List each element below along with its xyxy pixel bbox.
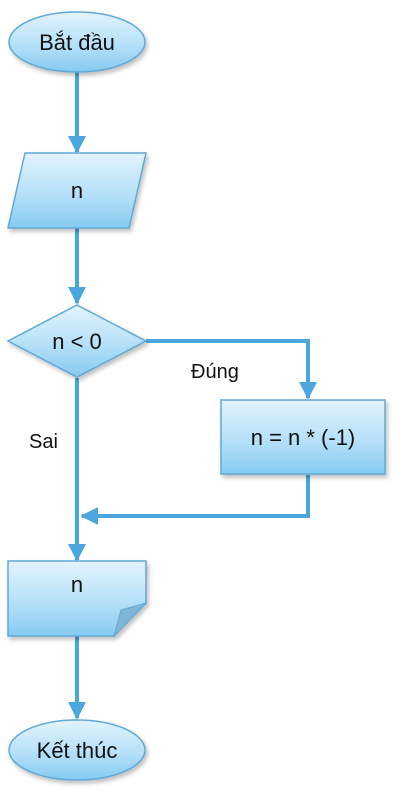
output-label: n	[71, 572, 83, 597]
decision-label: n < 0	[52, 329, 102, 354]
arrow-process-to-merge	[80, 475, 310, 525]
start-node	[8, 11, 146, 73]
decision-node	[6, 304, 148, 378]
process-node	[220, 399, 386, 475]
true-branch-label: Đúng	[191, 361, 239, 383]
output-folded-corner	[113, 602, 148, 638]
end-label: Kết thúc	[37, 738, 118, 763]
arrow-decision-to-process	[146, 339, 317, 400]
false-branch-label: Sai	[29, 431, 58, 453]
start-label: Bắt đầu	[39, 30, 115, 55]
input-label: n	[71, 178, 83, 203]
input-node	[7, 152, 147, 229]
process-label: n = n * (-1)	[251, 425, 356, 450]
end-node	[8, 719, 146, 781]
